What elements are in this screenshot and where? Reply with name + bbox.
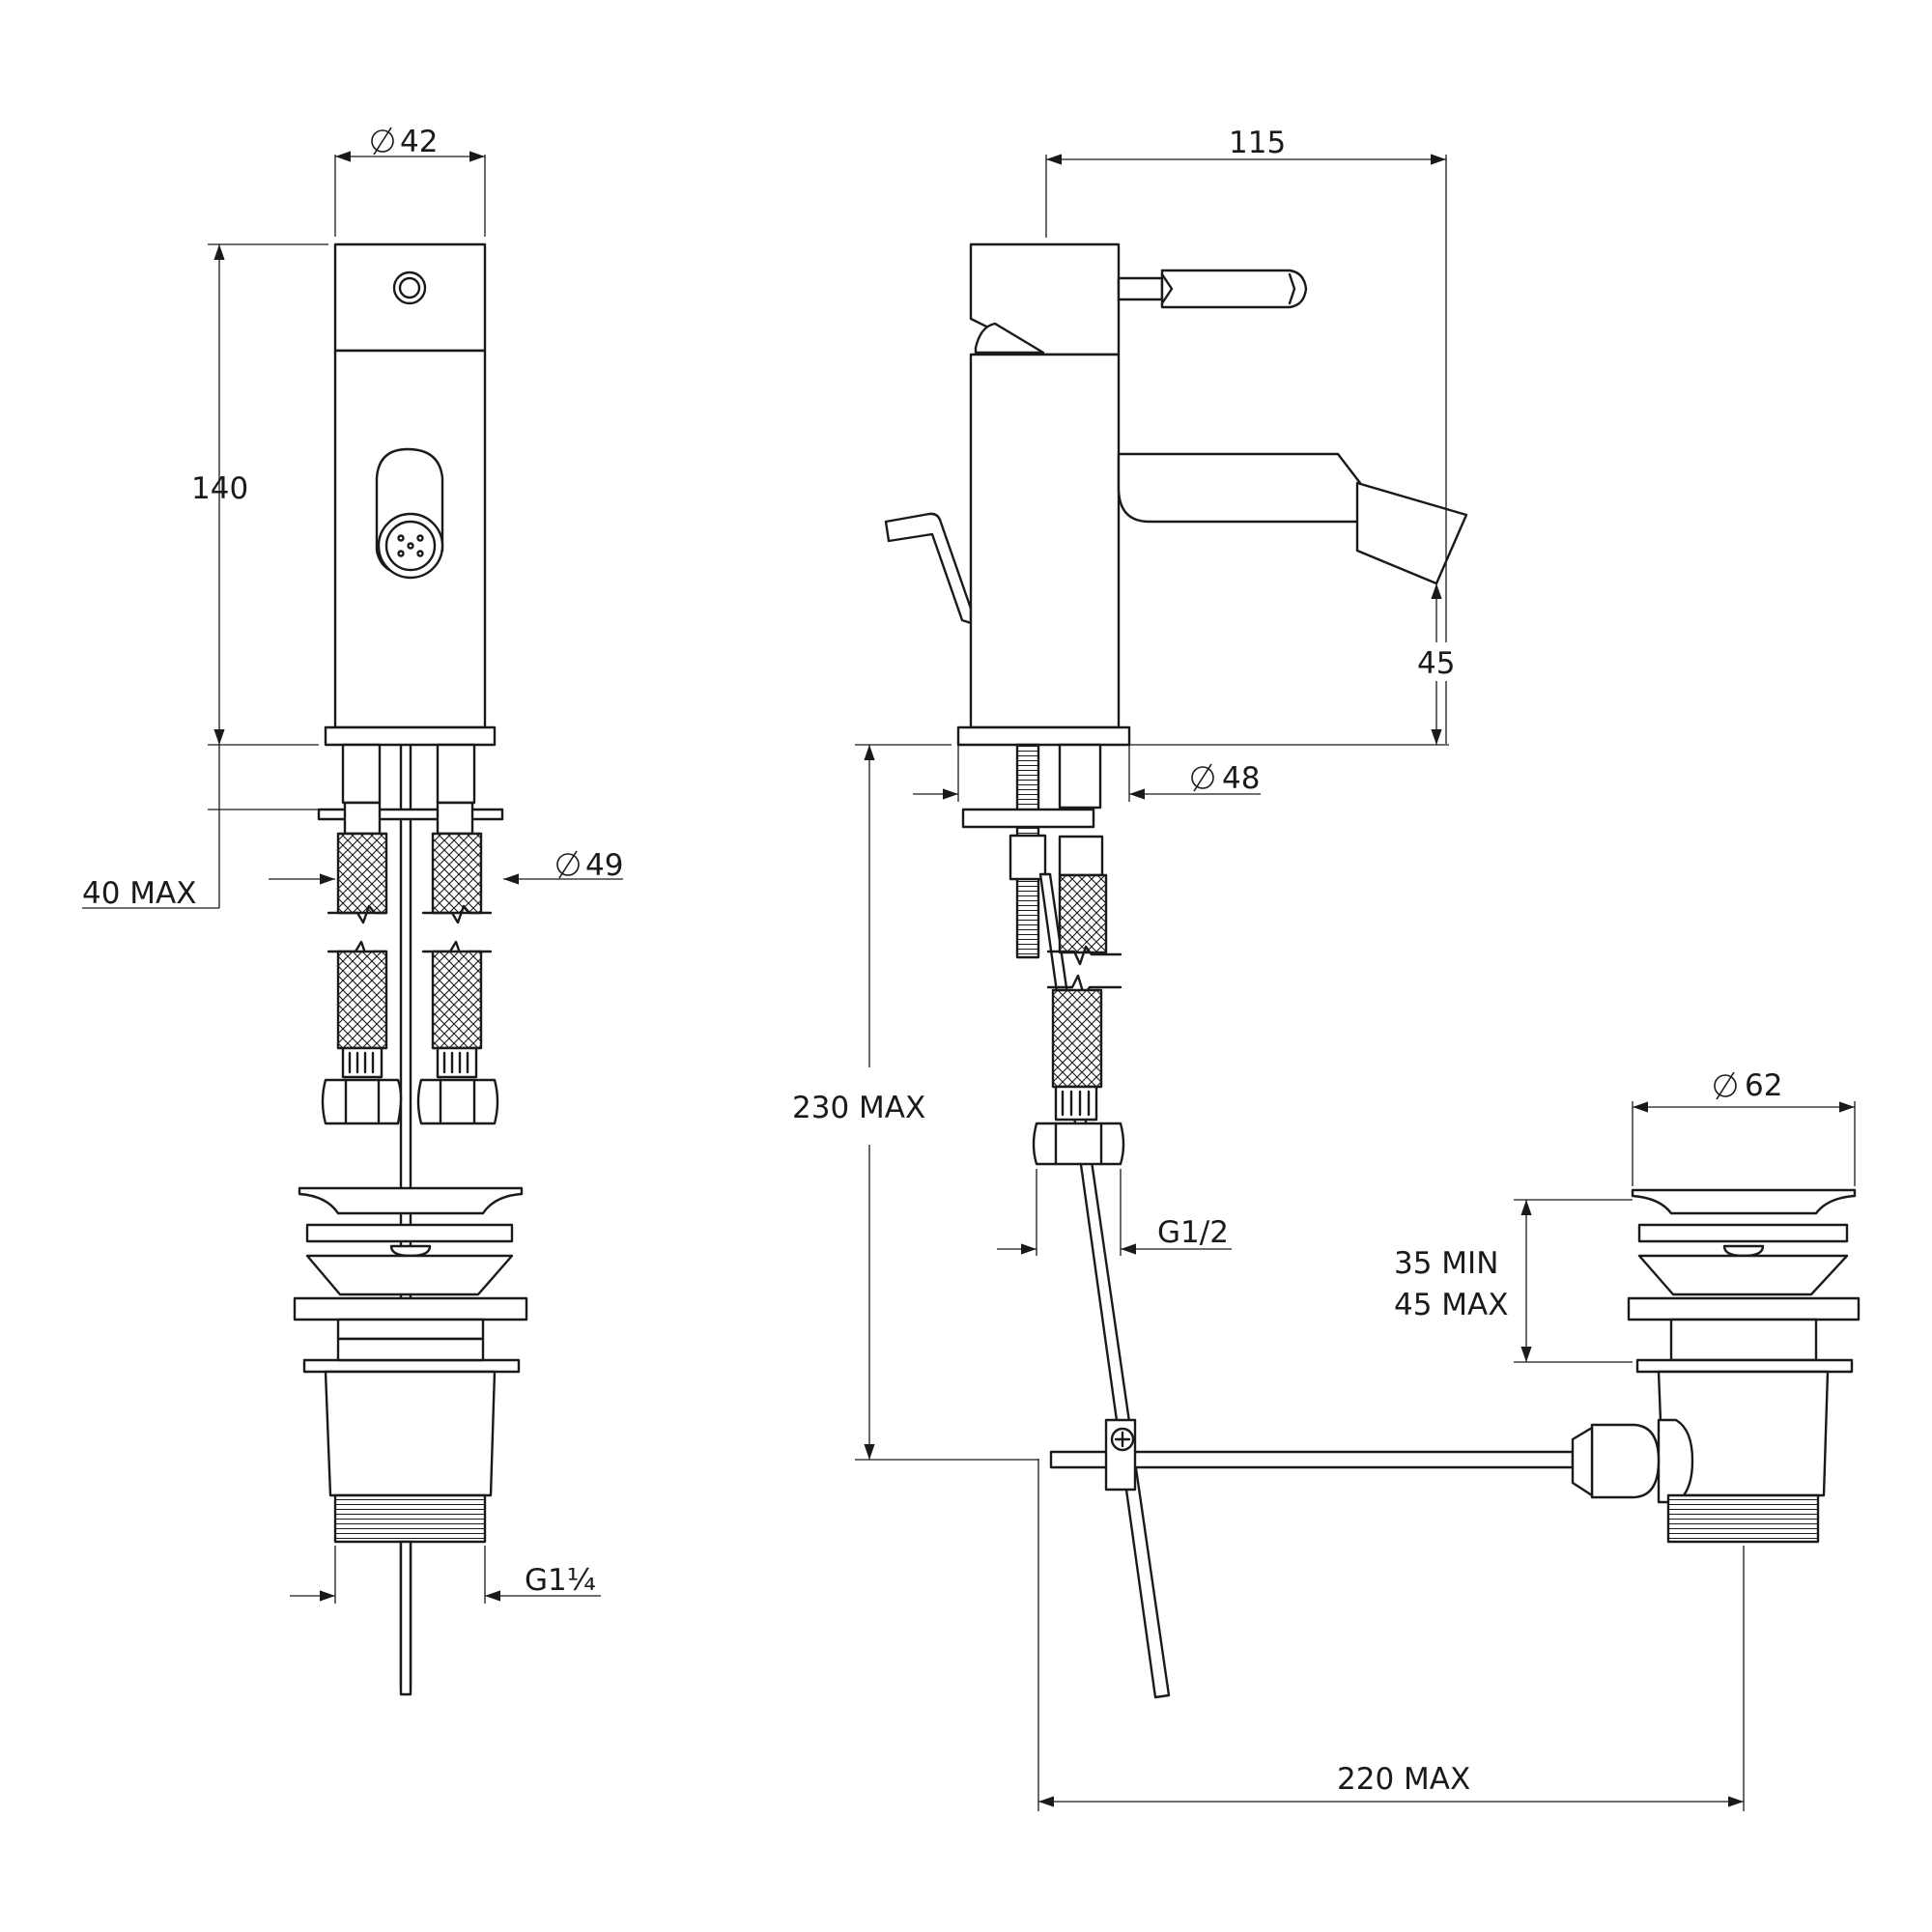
ferrule-ribs xyxy=(348,1051,375,1074)
side-spout-tip xyxy=(1355,481,1468,585)
front-base-flange xyxy=(324,725,497,747)
front-view xyxy=(293,242,528,1696)
side-rod-connector-nut xyxy=(1571,1426,1594,1497)
side-body xyxy=(969,353,1121,729)
front-waste-cap xyxy=(298,1186,524,1215)
front-left-stud xyxy=(341,743,382,805)
side-spout-arm xyxy=(1117,452,1364,524)
side-hose-upper xyxy=(1058,873,1108,954)
nut-facets xyxy=(439,1078,476,1125)
side-waste-flange xyxy=(1627,1296,1861,1321)
front-handle-screw-inner xyxy=(398,276,421,299)
dim-g12-label: G1/2 xyxy=(1157,1215,1229,1250)
front-right-stud xyxy=(436,743,476,805)
side-waste-cap xyxy=(1631,1188,1857,1215)
front-waste-neck-lower xyxy=(336,1337,485,1362)
front-waste-flange xyxy=(293,1296,528,1321)
diameter-symbol-icon xyxy=(371,127,394,156)
diameter-symbol-icon xyxy=(1714,1071,1737,1100)
side-base-flange xyxy=(956,725,1131,747)
front-left-hose-lower xyxy=(336,950,388,1050)
nut-facets xyxy=(344,1078,381,1125)
aerator-hole xyxy=(416,534,424,542)
dim-45max-label: 45 MAX xyxy=(1394,1288,1509,1322)
dim-48-label: 48 xyxy=(1222,761,1260,796)
side-waste-stem-top xyxy=(1722,1244,1765,1258)
dim-230-label: 230 MAX xyxy=(792,1091,925,1125)
front-handle-screw-outer xyxy=(392,270,427,305)
front-waste-neck xyxy=(336,1318,485,1341)
joystick-knob-detail xyxy=(1160,272,1296,305)
side-rear-lever xyxy=(884,512,973,625)
front-waste-thread xyxy=(333,1493,487,1544)
side-stud-nut xyxy=(1009,834,1047,881)
side-view xyxy=(884,242,1861,1699)
front-aerator-inner xyxy=(384,520,437,572)
side-hose-lower xyxy=(1051,988,1103,1089)
side-hose-stud xyxy=(1058,743,1102,810)
dim-62-label: 62 xyxy=(1745,1068,1782,1103)
dim-49-label: 49 xyxy=(585,848,623,883)
aerator-hole xyxy=(407,542,414,550)
diameter-symbol-icon xyxy=(556,850,580,879)
side-hose-nut-lower xyxy=(1032,1122,1125,1166)
side-rod-connector xyxy=(1590,1423,1661,1499)
front-waste-washer xyxy=(302,1358,521,1374)
dimensions: 42 140 40 MAX 49 G1¼ 115 45 xyxy=(82,125,1856,1811)
front-waste-body xyxy=(324,1370,497,1497)
side-waste-ring xyxy=(1637,1223,1849,1243)
front-hose-break-upper xyxy=(327,904,493,924)
side-waste-cone xyxy=(1637,1254,1849,1296)
ferrule-ribs xyxy=(1061,1090,1091,1117)
side-fixing-plate xyxy=(961,808,1095,829)
aerator-hole xyxy=(416,550,424,557)
dim-g114-label: G1¼ xyxy=(525,1563,596,1598)
front-right-nut xyxy=(436,801,474,836)
dim-220-label: 220 MAX xyxy=(1337,1762,1470,1797)
front-popup-rod-lower xyxy=(399,1540,412,1696)
dim-140-label: 140 xyxy=(191,471,248,506)
dim-42-label: 42 xyxy=(400,125,438,159)
side-hose-break xyxy=(1046,945,1122,997)
dim-115-label: 115 xyxy=(1229,126,1286,160)
front-left-hose-nut xyxy=(321,1078,403,1125)
dim-45-label-bg xyxy=(1413,642,1460,681)
side-waste-neck xyxy=(1669,1318,1818,1362)
front-waste-stem-top xyxy=(389,1244,432,1258)
side-hose-nut xyxy=(1058,835,1104,877)
dim-35min-label: 35 MIN xyxy=(1394,1246,1498,1281)
front-left-hose-upper xyxy=(336,832,388,915)
side-waste-washer xyxy=(1635,1358,1854,1374)
side-handle-wedge xyxy=(974,322,1045,355)
front-right-hose-nut xyxy=(416,1078,499,1125)
front-right-hose-lower xyxy=(431,950,483,1050)
front-waste-ring xyxy=(305,1223,514,1243)
front-fixing-plate xyxy=(317,808,504,821)
ferrule-ribs xyxy=(442,1051,469,1074)
side-waste-side-boss xyxy=(1657,1418,1694,1504)
aerator-hole xyxy=(397,534,405,542)
front-right-hose-upper xyxy=(431,832,483,915)
dim-45-label: 45 xyxy=(1417,646,1455,681)
diameter-symbol-icon xyxy=(1191,763,1214,792)
nut-facets xyxy=(1054,1122,1103,1166)
front-aerator xyxy=(377,512,444,580)
dim-40max-label: 40 MAX xyxy=(82,876,197,911)
front-waste-cone xyxy=(305,1254,514,1296)
side-joystick-stem xyxy=(1117,276,1164,301)
front-left-nut xyxy=(343,801,382,836)
side-waste-thread xyxy=(1666,1493,1820,1544)
aerator-hole xyxy=(397,550,405,557)
side-joystick-knob xyxy=(1160,269,1308,309)
clamp-screw-slot xyxy=(1114,1431,1131,1448)
